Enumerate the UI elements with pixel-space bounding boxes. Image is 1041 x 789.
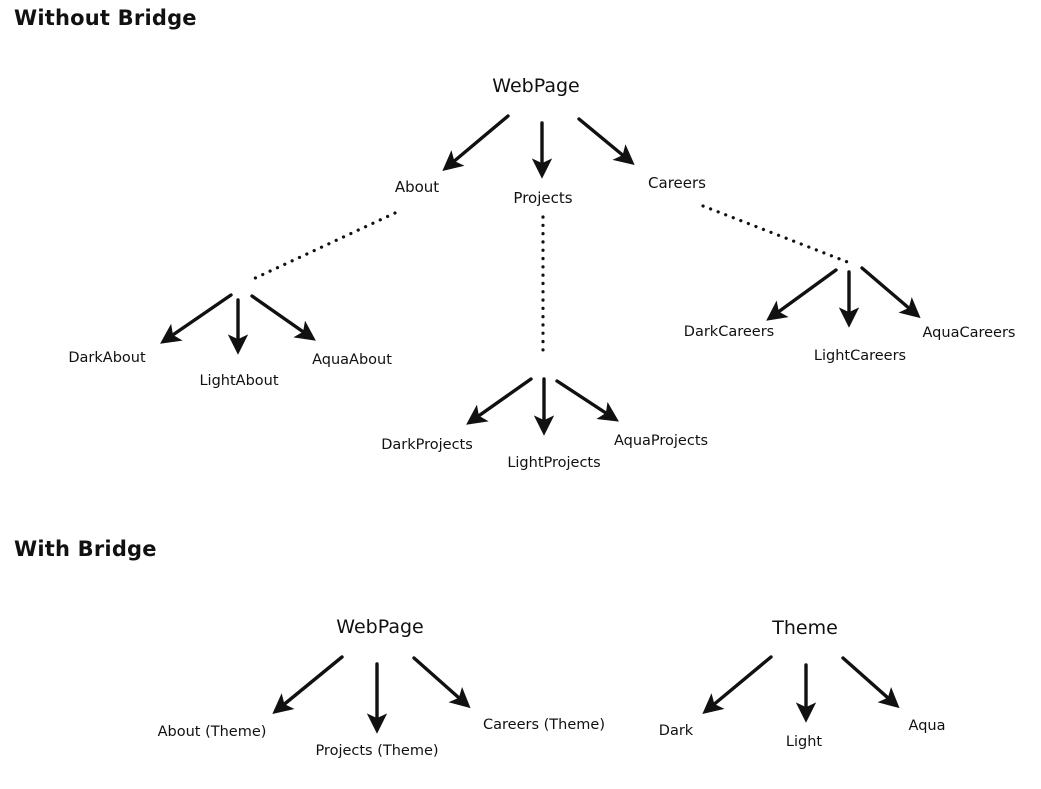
edge-webpage-careers (577, 117, 635, 166)
node-careers-theme: Careers (Theme) (483, 717, 605, 733)
node-darkcareers: DarkCareers (683, 324, 775, 340)
edge-webpage-careers-theme (412, 656, 471, 709)
node-aquaprojects: AquaProjects (613, 433, 709, 449)
node-aqua: Aqua (908, 718, 946, 734)
node-lightabout: LightAbout (199, 373, 279, 389)
node-lightcareers: LightCareers (813, 348, 907, 364)
dotted-about (249, 211, 397, 282)
node-darkprojects: DarkProjects (381, 437, 473, 453)
node-theme-root: Theme (772, 617, 838, 639)
edge-projects-darkprojects (466, 377, 533, 425)
edge-theme-aqua (841, 656, 900, 709)
edge-webpage-about-theme (272, 655, 344, 715)
node-projects-theme: Projects (Theme) (315, 743, 439, 759)
node-aquaabout: AquaAbout (312, 352, 392, 368)
edge-webpage-about (442, 114, 510, 172)
edge-about-aquaabout (250, 294, 316, 341)
node-dark: Dark (658, 723, 694, 739)
dotted-careers (701, 204, 852, 265)
node-bridge-webpage-root: WebPage (336, 616, 424, 638)
section-title-without-bridge: Without Bridge (14, 6, 197, 30)
node-projects: Projects (513, 189, 573, 207)
node-light: Light (785, 734, 823, 750)
node-aquacareers: AquaCareers (922, 325, 1016, 341)
edge-careers-darkcareers (766, 268, 838, 321)
node-darkabout: DarkAbout (68, 350, 146, 366)
node-lightprojects: LightProjects (507, 455, 601, 471)
node-about-theme: About (Theme) (157, 724, 267, 740)
edge-projects-aquaprojects (555, 379, 619, 422)
edge-careers-aquacareers (860, 266, 921, 319)
node-about: About (394, 178, 440, 196)
node-webpage-root: WebPage (492, 75, 580, 97)
node-careers: Careers (648, 174, 706, 192)
section-title-with-bridge: With Bridge (14, 537, 157, 561)
edge-theme-dark (702, 655, 773, 715)
edge-about-darkabout (160, 293, 233, 344)
